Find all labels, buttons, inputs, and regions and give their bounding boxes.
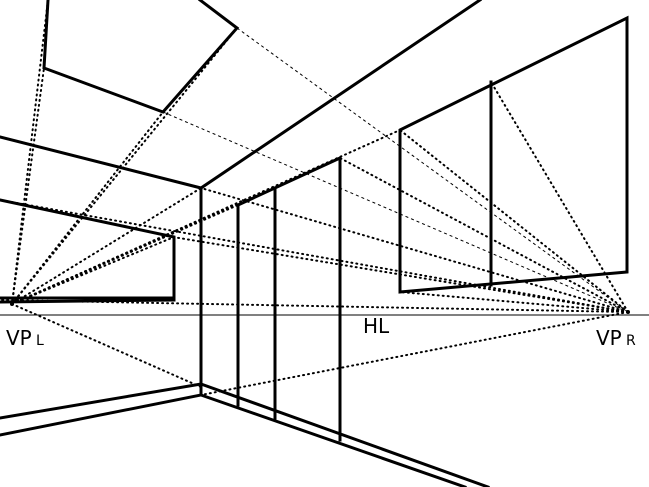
ceiling-guide-line (236, 27, 629, 313)
right-ceiling-edge (198, 0, 483, 191)
vp-right-label: VP (596, 326, 622, 350)
ceiling-guide-line-2 (162, 111, 629, 313)
left-baseboard-bottom (0, 393, 203, 437)
right-baseboard-top (199, 382, 490, 487)
construction-lines-right (0, 81, 629, 396)
left-wall-window (0, 198, 176, 304)
left-ceiling-edge (0, 135, 203, 190)
right-baseboard-bottom (199, 393, 467, 487)
vp-right-subscript: R (626, 333, 636, 349)
horizon-label: HL (363, 314, 390, 338)
right-wall-window (398, 15, 629, 294)
vp-left-subscript: L (36, 333, 44, 349)
door-frame (236, 155, 342, 442)
construction-lines-left (11, 0, 401, 388)
vp-left-label: VP (6, 326, 32, 350)
ceiling-panel (42, 0, 240, 114)
